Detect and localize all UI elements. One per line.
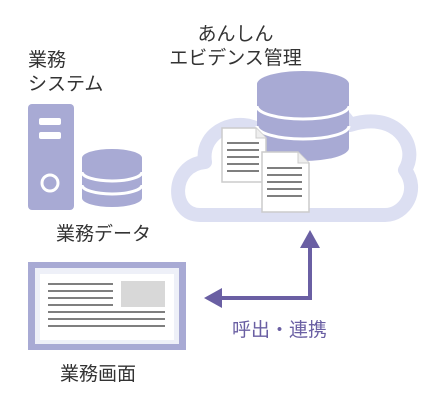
evidence-management-label: あんしん エビデンス管理: [169, 23, 302, 69]
business-data-label: 業務データ: [56, 223, 152, 245]
link-label: 呼出・連携: [232, 319, 328, 341]
server-icon: [28, 104, 74, 210]
evidence-database-icon: [255, 71, 351, 161]
business-screen-icon: [28, 262, 186, 350]
link-arrow: [204, 230, 320, 308]
document-icon: [221, 127, 267, 183]
business-data-icon: [80, 149, 144, 207]
business-screen-label: 業務画面: [60, 363, 137, 385]
document-icon: [261, 151, 310, 213]
business-system-label: 業務 システム: [28, 49, 104, 95]
